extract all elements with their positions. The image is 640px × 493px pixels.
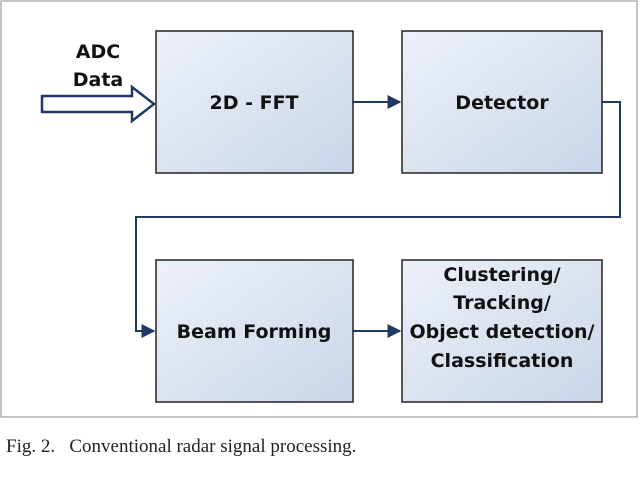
fft-box: 2D - FFT [155, 30, 354, 174]
outer-frame [0, 0, 638, 418]
figure-caption-text: Conventional radar signal processing. [69, 436, 357, 457]
detector-label: Detector [455, 92, 549, 114]
fft-label: 2D - FFT [209, 92, 298, 114]
post-processing-box: Clustering/ Tracking/ Object detection/ … [401, 259, 603, 403]
figure-number: Fig. 2. [6, 436, 56, 457]
beam-forming-label: Beam Forming [177, 321, 332, 343]
post-label-line1: Clustering/ [443, 264, 560, 286]
input-arrow-icon [40, 84, 157, 124]
post-label-line3: Object detection/ [410, 321, 595, 343]
figure-caption: Fig. 2. Conventional radar signal proces… [6, 436, 356, 458]
post-label-line4: Classification [431, 350, 574, 372]
adc-label-line1: ADC [76, 41, 120, 63]
arrow-detector-to-beam-forming [135, 101, 621, 338]
beam-forming-box: Beam Forming [155, 259, 354, 403]
post-label-line2: Tracking/ [453, 292, 551, 314]
detector-box: Detector [401, 30, 603, 174]
adc-label-line2: Data [73, 69, 124, 91]
